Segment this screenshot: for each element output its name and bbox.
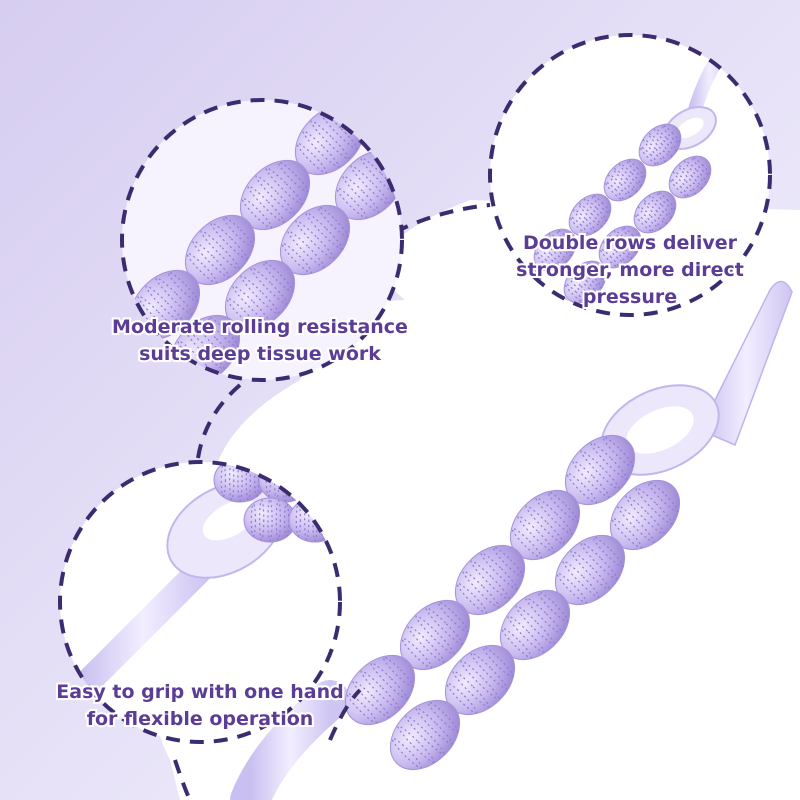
roller-bead xyxy=(633,190,677,234)
callout-circle-double-rows xyxy=(488,33,772,317)
roller-bead xyxy=(533,228,577,272)
roller-bead xyxy=(668,155,712,199)
roller-bead xyxy=(243,497,297,543)
roller-bead xyxy=(399,599,471,671)
callout-circle-rolling-resistance xyxy=(120,98,404,382)
roller-bead xyxy=(598,225,642,269)
callout-circle-grip xyxy=(58,460,342,744)
caption-line: Easy to grip with one hand xyxy=(54,679,345,705)
caption-line: for flexible operation xyxy=(85,706,316,732)
caption-line: pressure xyxy=(581,284,679,310)
caption-line: suits deep tissue work xyxy=(137,341,383,367)
caption-line: Moderate rolling resistance xyxy=(110,314,410,340)
roller-bead xyxy=(344,654,416,726)
roller-bead xyxy=(603,158,647,202)
caption-grip: Easy to grip with one hand for flexible … xyxy=(20,679,380,733)
roller-bead xyxy=(509,489,581,561)
caption-double-rows: Double rows deliver stronger, more direc… xyxy=(470,230,790,311)
caption-rolling-resistance: Moderate rolling resistance suits deep t… xyxy=(60,314,460,368)
roller-bead xyxy=(239,159,311,231)
roller-bead xyxy=(563,260,607,304)
roller-bead xyxy=(454,544,526,616)
caption-line: Double rows deliver xyxy=(521,230,739,256)
main-roller xyxy=(230,280,793,800)
connector-lines xyxy=(173,203,491,800)
roller-bead xyxy=(638,123,682,167)
roller-bead xyxy=(224,259,296,331)
roller-bead xyxy=(389,699,461,771)
caption-line: stronger, more direct xyxy=(514,257,746,283)
roller-bead xyxy=(568,193,612,237)
roller-bead xyxy=(609,479,681,551)
roller-bead xyxy=(564,434,636,506)
